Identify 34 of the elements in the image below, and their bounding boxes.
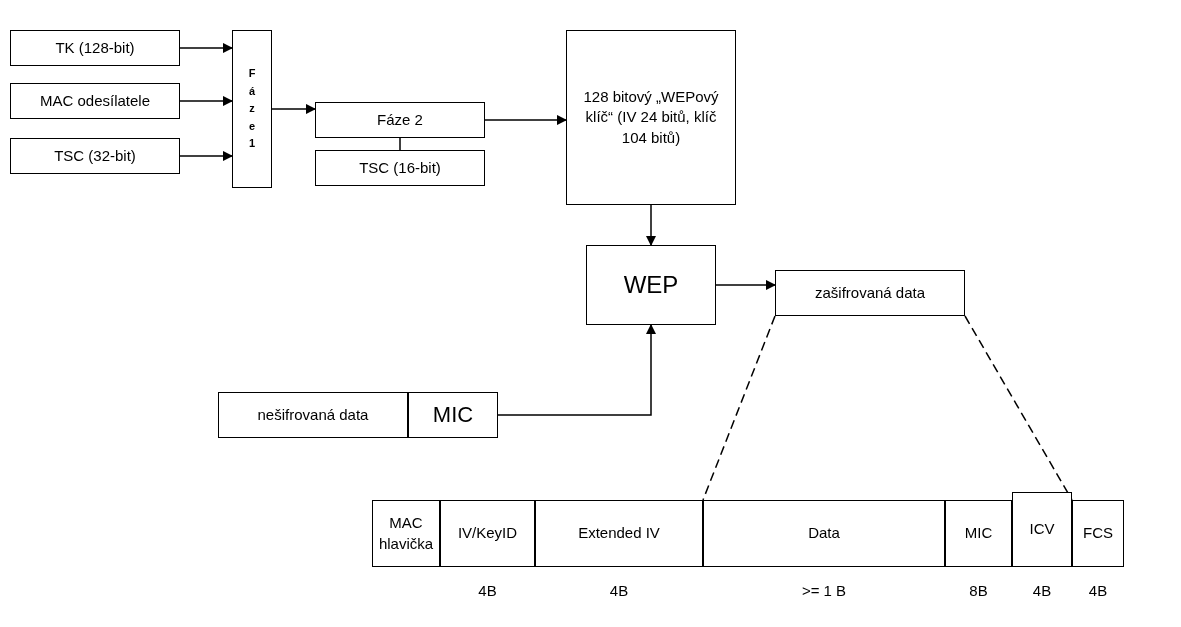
mic-box: MIC	[408, 392, 498, 438]
frame-field: MAC hlavička	[372, 500, 440, 567]
frame-field: IV/KeyID	[440, 500, 535, 567]
size-label: 4B	[1087, 582, 1109, 599]
data-box: nešifrovaná data	[218, 392, 408, 438]
address-box: MAC odesílatele	[10, 83, 180, 119]
key-box: 128 bitový „WEPový klíč“ (IV 24 bitů, klíč 104 bitů)	[566, 30, 736, 205]
arrow	[271, 103, 317, 115]
phase-box: Fáze 1	[232, 30, 272, 188]
arrow	[179, 150, 234, 162]
arrow	[645, 204, 657, 247]
connector-line	[399, 137, 401, 151]
arrow	[497, 323, 657, 416]
arrow	[715, 279, 777, 291]
arrow	[484, 114, 568, 126]
size-label: 4B	[608, 582, 630, 599]
size-label: >= 1 B	[800, 582, 848, 599]
frame-field: FCS	[1072, 500, 1124, 567]
phase-box: Fáze 2	[315, 102, 485, 138]
data-box: zašifrovaná data	[775, 270, 965, 316]
counter-box: TSC (32-bit)	[10, 138, 180, 174]
size-label: 4B	[1031, 582, 1053, 599]
dashed-line	[702, 315, 776, 501]
arrow	[179, 42, 234, 54]
frame-field: ICV	[1012, 492, 1072, 567]
frame-field: MIC	[945, 500, 1012, 567]
key-box: TK (128-bit)	[10, 30, 180, 66]
arrow	[179, 95, 234, 107]
frame-field: Data	[703, 500, 945, 567]
size-label: 4B	[477, 582, 498, 599]
counter-box: TSC (16-bit)	[315, 150, 485, 186]
process-box: WEP	[586, 245, 716, 325]
size-label: 8B	[968, 582, 989, 599]
frame-field: Extended IV	[535, 500, 703, 567]
